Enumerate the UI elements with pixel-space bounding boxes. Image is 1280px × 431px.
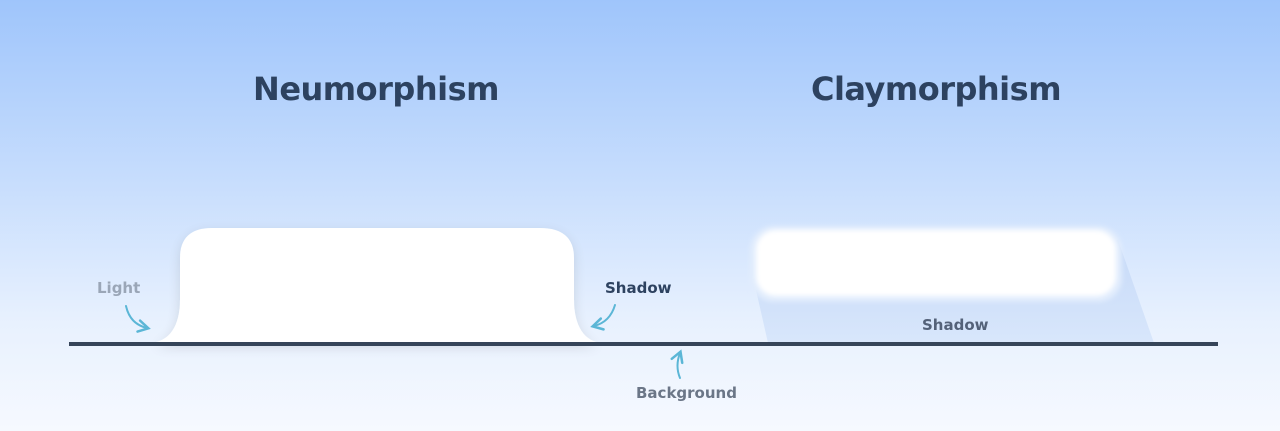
shadow-arrow bbox=[590, 304, 616, 331]
neumorphism-shadow-label: Shadow bbox=[605, 279, 672, 297]
claymorphism-card bbox=[756, 230, 1116, 296]
claymorphism-shadow-label: Shadow bbox=[922, 316, 989, 334]
background-label: Background bbox=[636, 384, 737, 402]
claymorphism-title: Claymorphism bbox=[810, 70, 1062, 108]
neumorphism-title: Neumorphism bbox=[253, 70, 499, 108]
light-arrow bbox=[125, 305, 151, 333]
light-label: Light bbox=[97, 279, 141, 297]
neumorphism-card bbox=[148, 228, 604, 343]
background-arrow bbox=[670, 349, 684, 379]
